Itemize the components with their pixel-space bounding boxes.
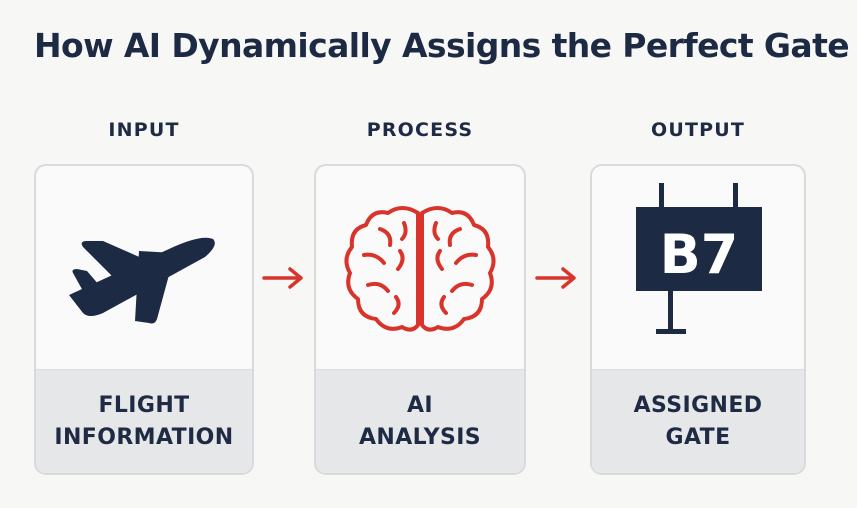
input-card-icon-area (36, 166, 252, 372)
input-caption: FLIGHT INFORMATION (36, 369, 252, 473)
arrow-right-icon (535, 267, 576, 289)
input-caption-line2: INFORMATION (54, 424, 234, 450)
stage-header-input: INPUT (108, 119, 180, 141)
process-caption-line1: AI (406, 392, 433, 418)
page-title: How AI Dynamically Assigns the Perfect G… (34, 26, 850, 65)
process-card: AI ANALYSIS (314, 164, 526, 475)
input-caption-line1: FLIGHT (98, 392, 190, 418)
gate-sign-icon: B7 (636, 183, 762, 334)
gate-sign-text: B7 (660, 223, 739, 286)
output-caption: ASSIGNED GATE (592, 369, 804, 473)
brain-icon (344, 206, 496, 332)
process-caption: AI ANALYSIS (316, 369, 524, 473)
stage-header-output: OUTPUT (650, 119, 746, 141)
input-card: FLIGHT INFORMATION (34, 164, 254, 475)
stage-header-process: PROCESS (366, 119, 474, 141)
process-caption-line2: ANALYSIS (358, 424, 482, 450)
output-card: B7 ASSIGNED GATE (590, 164, 806, 475)
process-card-icon-area (316, 166, 524, 372)
output-caption-line1: ASSIGNED (633, 392, 763, 418)
output-card-icon-area: B7 (592, 166, 804, 372)
output-caption-line2: GATE (665, 424, 731, 450)
arrow-right-icon (262, 267, 303, 289)
airplane-icon (69, 237, 215, 324)
